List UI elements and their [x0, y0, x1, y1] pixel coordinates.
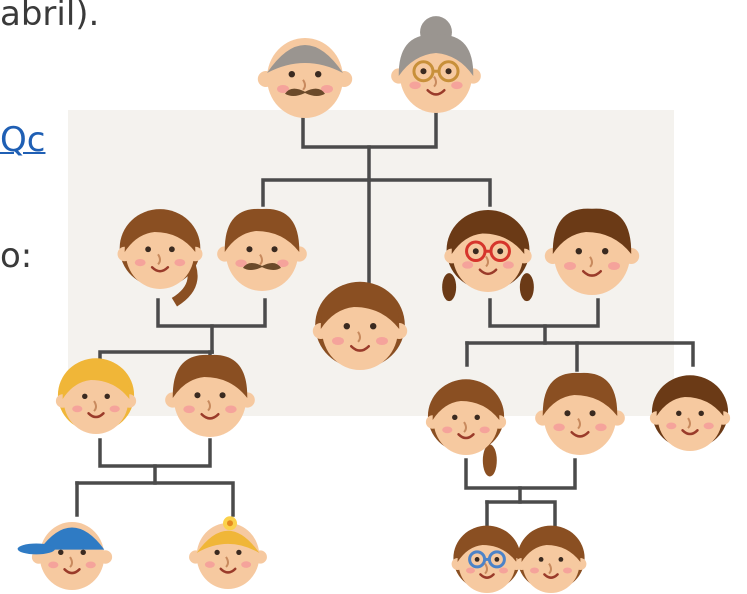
- face-girl-short: [649, 375, 731, 451]
- text-fragment-mid: o:: [0, 236, 33, 276]
- face-cousin-man: [165, 354, 255, 437]
- link-fragment[interactable]: Qc: [0, 120, 46, 160]
- face-aunt-left: [117, 209, 203, 307]
- face-uncle-left: [217, 208, 307, 291]
- face-cousin-blonde: [55, 358, 137, 434]
- face-baby-cap: [17, 522, 113, 590]
- tree-connectors: [75, 110, 695, 527]
- face-father-right: [544, 208, 640, 295]
- face-baby-girl: [189, 516, 267, 589]
- face-twin-plain: [515, 525, 587, 593]
- face-aunt-middle: [312, 281, 408, 370]
- face-twin-glasses: [451, 525, 523, 593]
- text-fragment-top: abril).: [0, 0, 100, 34]
- face-boy-brown: [535, 372, 625, 455]
- face-grandfather: [257, 38, 353, 118]
- face-grandmother: [391, 16, 481, 113]
- face-mother-glasses: [442, 210, 534, 302]
- face-girl-braid: [425, 379, 507, 477]
